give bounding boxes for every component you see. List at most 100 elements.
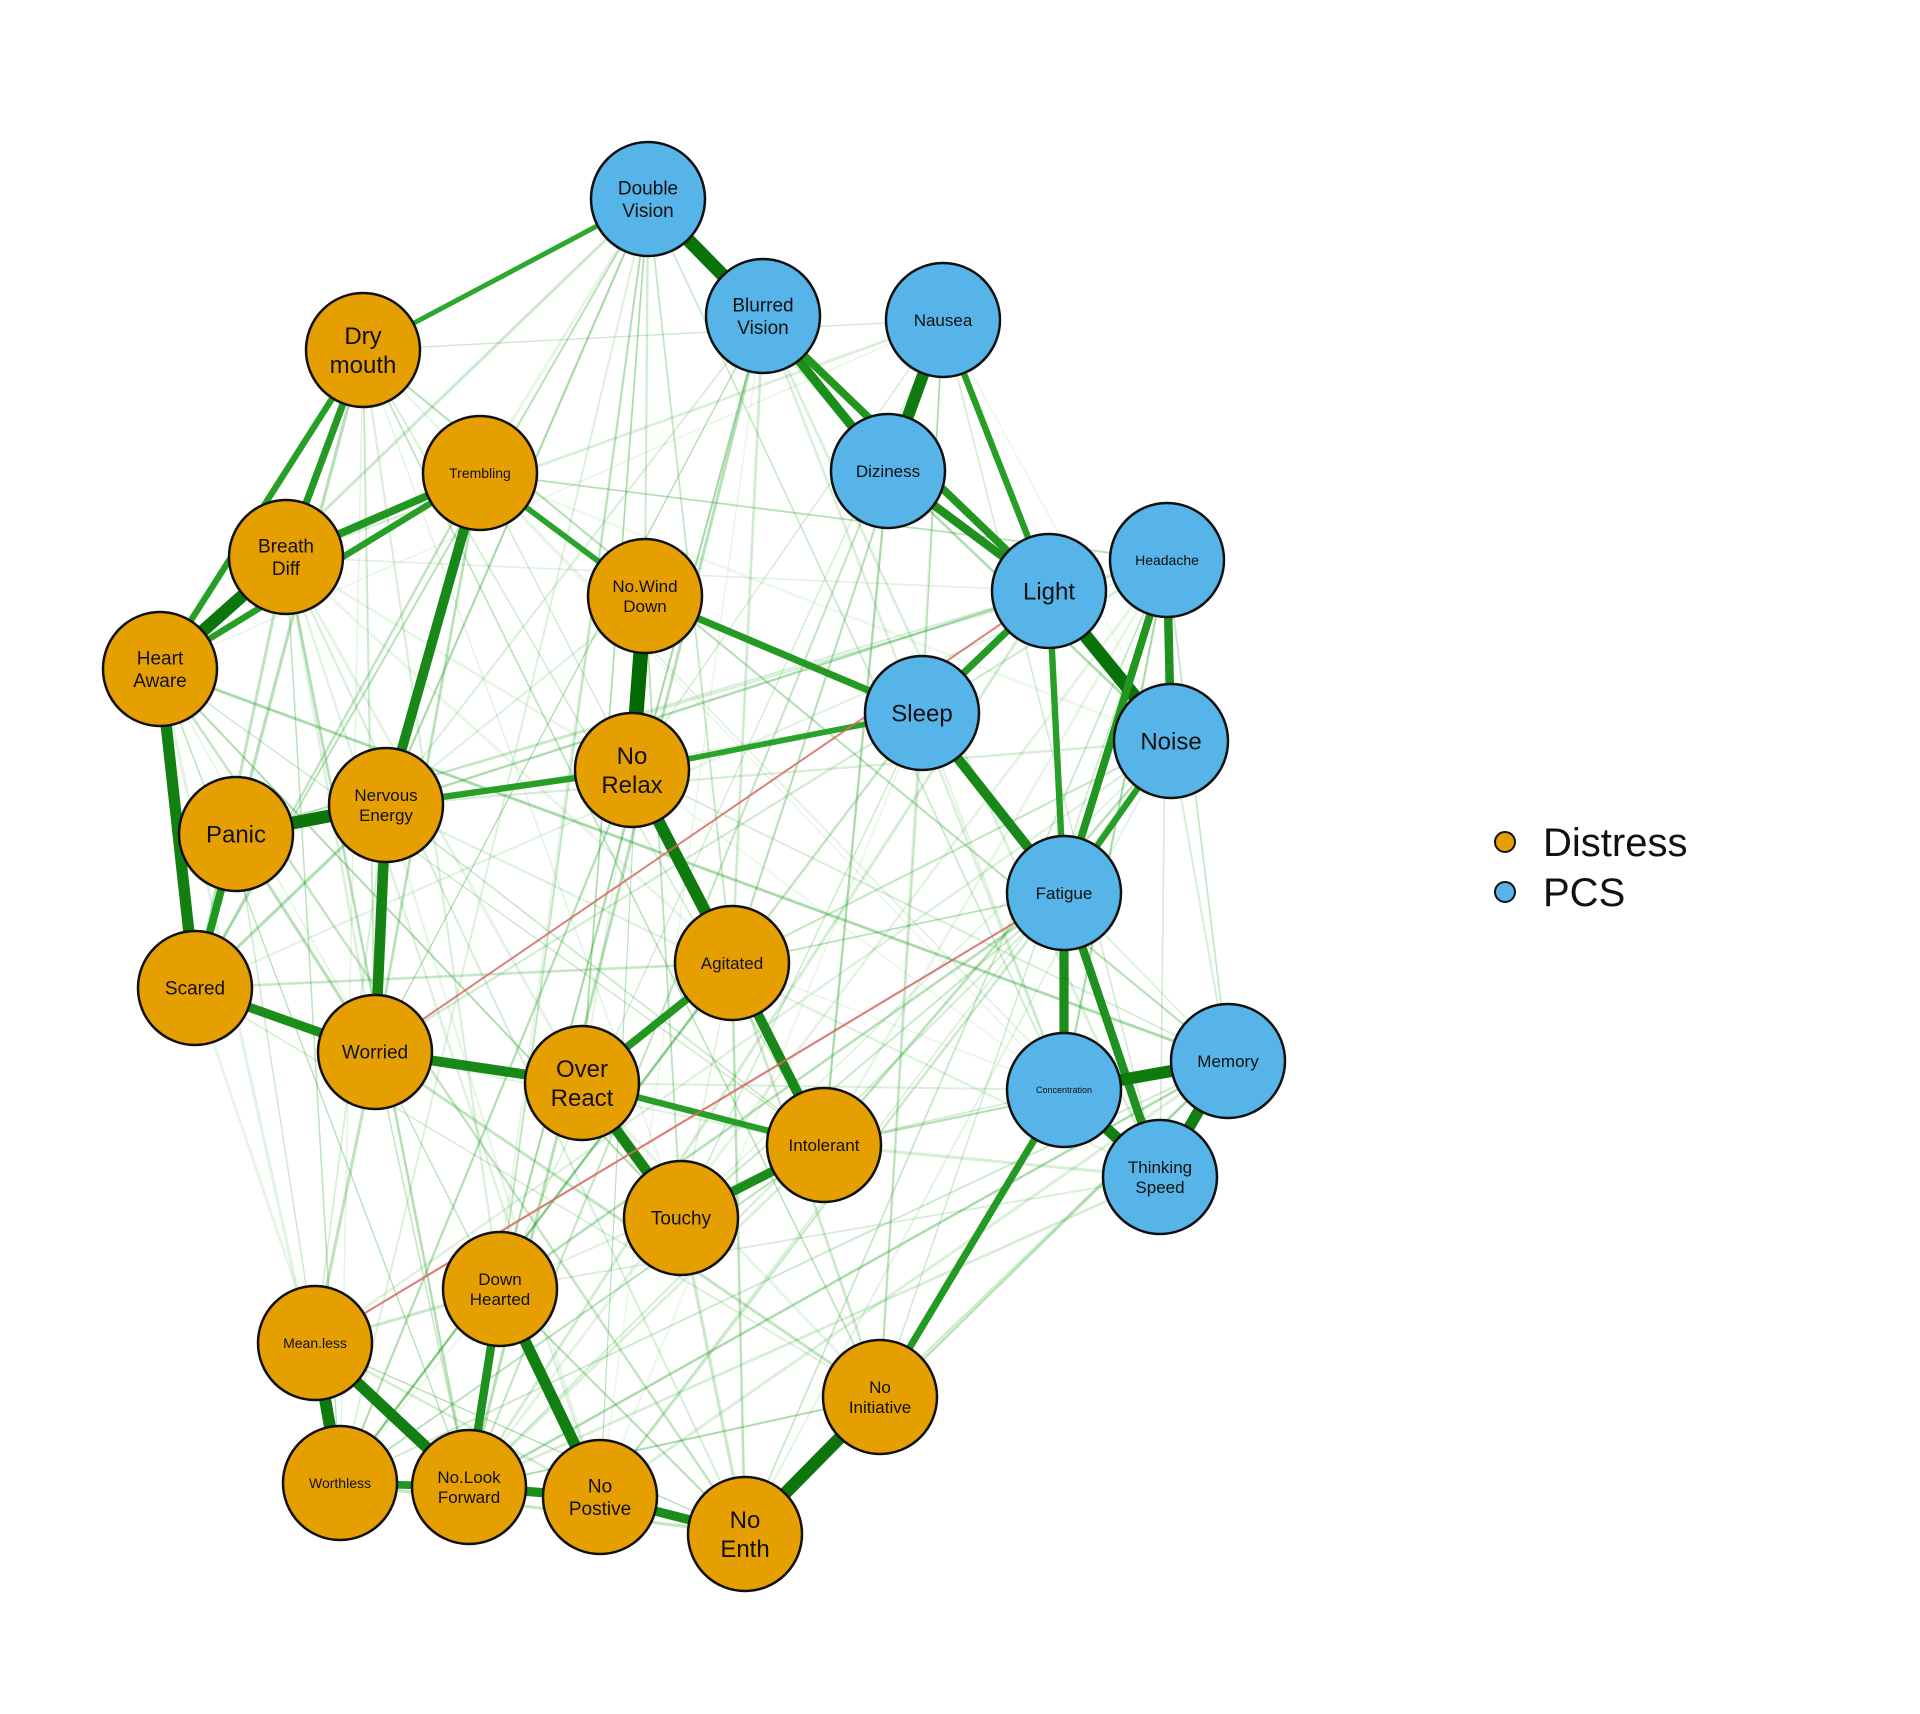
faint-edge	[385, 739, 1172, 807]
node-label: No	[617, 743, 648, 770]
faint-edge	[384, 804, 602, 1498]
node-noise: Noise	[1112, 682, 1230, 800]
faint-edge	[338, 198, 650, 1484]
node-panic: Panic	[177, 775, 295, 893]
node-circle	[177, 775, 295, 893]
faint-edge	[644, 595, 682, 1219]
node-label: Noise	[1140, 728, 1201, 755]
faint-edge	[631, 769, 1229, 1062]
edge-fatigue-meanless	[313, 891, 1066, 1345]
node-label: Over	[556, 1056, 608, 1083]
node-headache: Headache	[1108, 501, 1226, 619]
node-label: React	[551, 1085, 614, 1112]
node-circle	[441, 1230, 559, 1348]
node-label: Blurred	[732, 295, 793, 316]
faint-edge	[194, 987, 881, 1398]
faint-edge	[193, 472, 482, 989]
node-circle	[765, 1086, 883, 1204]
node-circle	[541, 1438, 659, 1556]
node-circle	[1108, 501, 1226, 619]
faint-edge	[499, 198, 649, 1290]
edge-noinitiative-concentration	[876, 1086, 1068, 1401]
node-memory: Memory	[1169, 1002, 1287, 1120]
node-label: Breath	[258, 536, 314, 557]
node-label: Worthless	[309, 1475, 371, 1491]
legend-label-pcs: PCS	[1543, 871, 1625, 915]
node-circle	[256, 1284, 374, 1402]
node-fatigue: Fatigue	[1005, 834, 1123, 952]
node-label: mouth	[330, 352, 397, 379]
faint-edge	[285, 555, 633, 772]
node-circle	[829, 412, 947, 530]
faint-edge	[374, 315, 764, 1053]
faint-edge	[631, 319, 944, 771]
faint-edge	[285, 555, 733, 965]
node-label: Double	[618, 178, 678, 199]
faint-edge	[1166, 559, 1229, 1062]
node-circle	[1112, 682, 1230, 800]
node-agitated: Agitated	[673, 904, 791, 1022]
faint-edge	[385, 589, 1050, 807]
node-label: Speed	[1135, 1178, 1184, 1197]
node-touchy: Touchy	[622, 1159, 740, 1277]
faint-edge	[339, 1144, 825, 1484]
node-label: Down	[478, 1270, 521, 1289]
node-label: Heart	[137, 648, 184, 669]
node-circle	[523, 1024, 641, 1142]
node-concentration: Concentration	[1005, 1031, 1123, 1149]
node-label: Nervous	[354, 786, 417, 805]
node-label: No	[730, 1507, 761, 1534]
node-circle	[622, 1159, 740, 1277]
node-circle	[589, 140, 707, 258]
faint-edge	[285, 556, 746, 1535]
faint-edge	[468, 892, 1065, 1488]
node-label: No.Wind	[612, 577, 677, 596]
faint-edge	[879, 1060, 1229, 1398]
node-scared: Scared	[136, 929, 254, 1047]
node-circle	[304, 291, 422, 409]
node-circle	[101, 610, 219, 728]
node-label: Mean.less	[283, 1335, 347, 1351]
faint-edge	[385, 804, 825, 1146]
faint-edge	[362, 319, 944, 351]
node-circle	[686, 1475, 804, 1593]
node-label: Diff	[272, 559, 301, 580]
node-label: Hearted	[470, 1290, 530, 1309]
node-circle	[821, 1338, 939, 1456]
faint-edge	[467, 559, 1169, 1488]
faint-edge	[599, 315, 764, 1498]
node-circle	[136, 929, 254, 1047]
node-trembling: Trembling	[421, 414, 539, 532]
faint-edge	[499, 1176, 1161, 1290]
faint-edge	[374, 1051, 470, 1488]
node-label: Trembling	[449, 465, 511, 481]
faint-edge	[362, 349, 881, 1398]
node-label: Thinking	[1128, 1158, 1192, 1177]
node-label: Postive	[569, 1499, 631, 1520]
node-circle	[863, 654, 981, 772]
legend-label-distress: Distress	[1543, 821, 1687, 865]
node-circle	[410, 1428, 528, 1546]
node-label: Scared	[165, 979, 225, 1000]
node-label: Nausea	[914, 311, 973, 330]
node-label: Aware	[133, 671, 187, 692]
faint-edge	[373, 472, 482, 1053]
legend-swatch-pcs	[1494, 881, 1516, 903]
faint-edge	[235, 833, 316, 1344]
faint-edge	[598, 712, 924, 1498]
node-circle	[673, 904, 791, 1022]
node-label: Sleep	[891, 700, 952, 727]
faint-edge	[631, 769, 1065, 1091]
faint-edge	[744, 559, 1168, 1535]
